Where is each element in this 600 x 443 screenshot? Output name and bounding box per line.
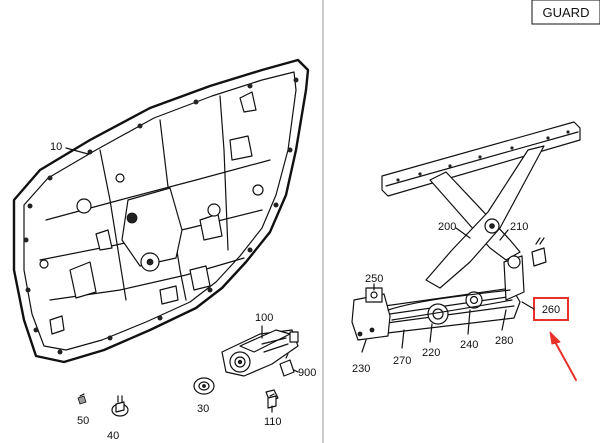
grommet-icon bbox=[193, 377, 215, 395]
guard-label: GUARD bbox=[543, 5, 590, 20]
leader-230 bbox=[361, 339, 367, 353]
leader-240 bbox=[467, 309, 471, 335]
leader-900 bbox=[293, 369, 299, 373]
callout-900: 900 bbox=[298, 367, 316, 379]
callout-50: 50 bbox=[77, 415, 89, 427]
clip-icon bbox=[279, 353, 295, 377]
callout-220: 220 bbox=[422, 347, 440, 359]
callout-30: 30 bbox=[197, 403, 209, 415]
callout-280: 280 bbox=[495, 335, 513, 347]
door-inner-panel-icon bbox=[12, 58, 310, 364]
leader-210 bbox=[499, 229, 509, 241]
leader-280 bbox=[501, 309, 507, 331]
callout-210: 210 bbox=[510, 221, 528, 233]
callout-10: 10 bbox=[50, 141, 62, 153]
leader-220 bbox=[429, 323, 433, 343]
callout-250: 250 bbox=[365, 273, 383, 285]
leader-260 bbox=[521, 301, 535, 310]
callout-270: 270 bbox=[393, 355, 411, 367]
window-regulator-icon bbox=[351, 121, 581, 341]
callout-40: 40 bbox=[107, 430, 119, 442]
window-motor-icon bbox=[221, 329, 299, 377]
callout-110: 110 bbox=[264, 416, 282, 428]
pointer-arrow-icon bbox=[549, 331, 577, 381]
callout-260-box: 260 bbox=[533, 297, 569, 321]
leader-10 bbox=[65, 147, 89, 155]
screw-icon bbox=[265, 389, 279, 409]
callout-200: 200 bbox=[438, 221, 456, 233]
callout-100: 100 bbox=[255, 312, 273, 324]
callout-240: 240 bbox=[460, 339, 478, 351]
callout-230: 230 bbox=[352, 363, 370, 375]
small-screw-icon bbox=[77, 393, 87, 405]
guard-box: GUARD bbox=[531, 0, 600, 25]
callout-260: 260 bbox=[542, 304, 560, 316]
leader-200 bbox=[455, 227, 471, 239]
bolt-icon bbox=[111, 395, 129, 417]
leader-270 bbox=[401, 329, 405, 349]
